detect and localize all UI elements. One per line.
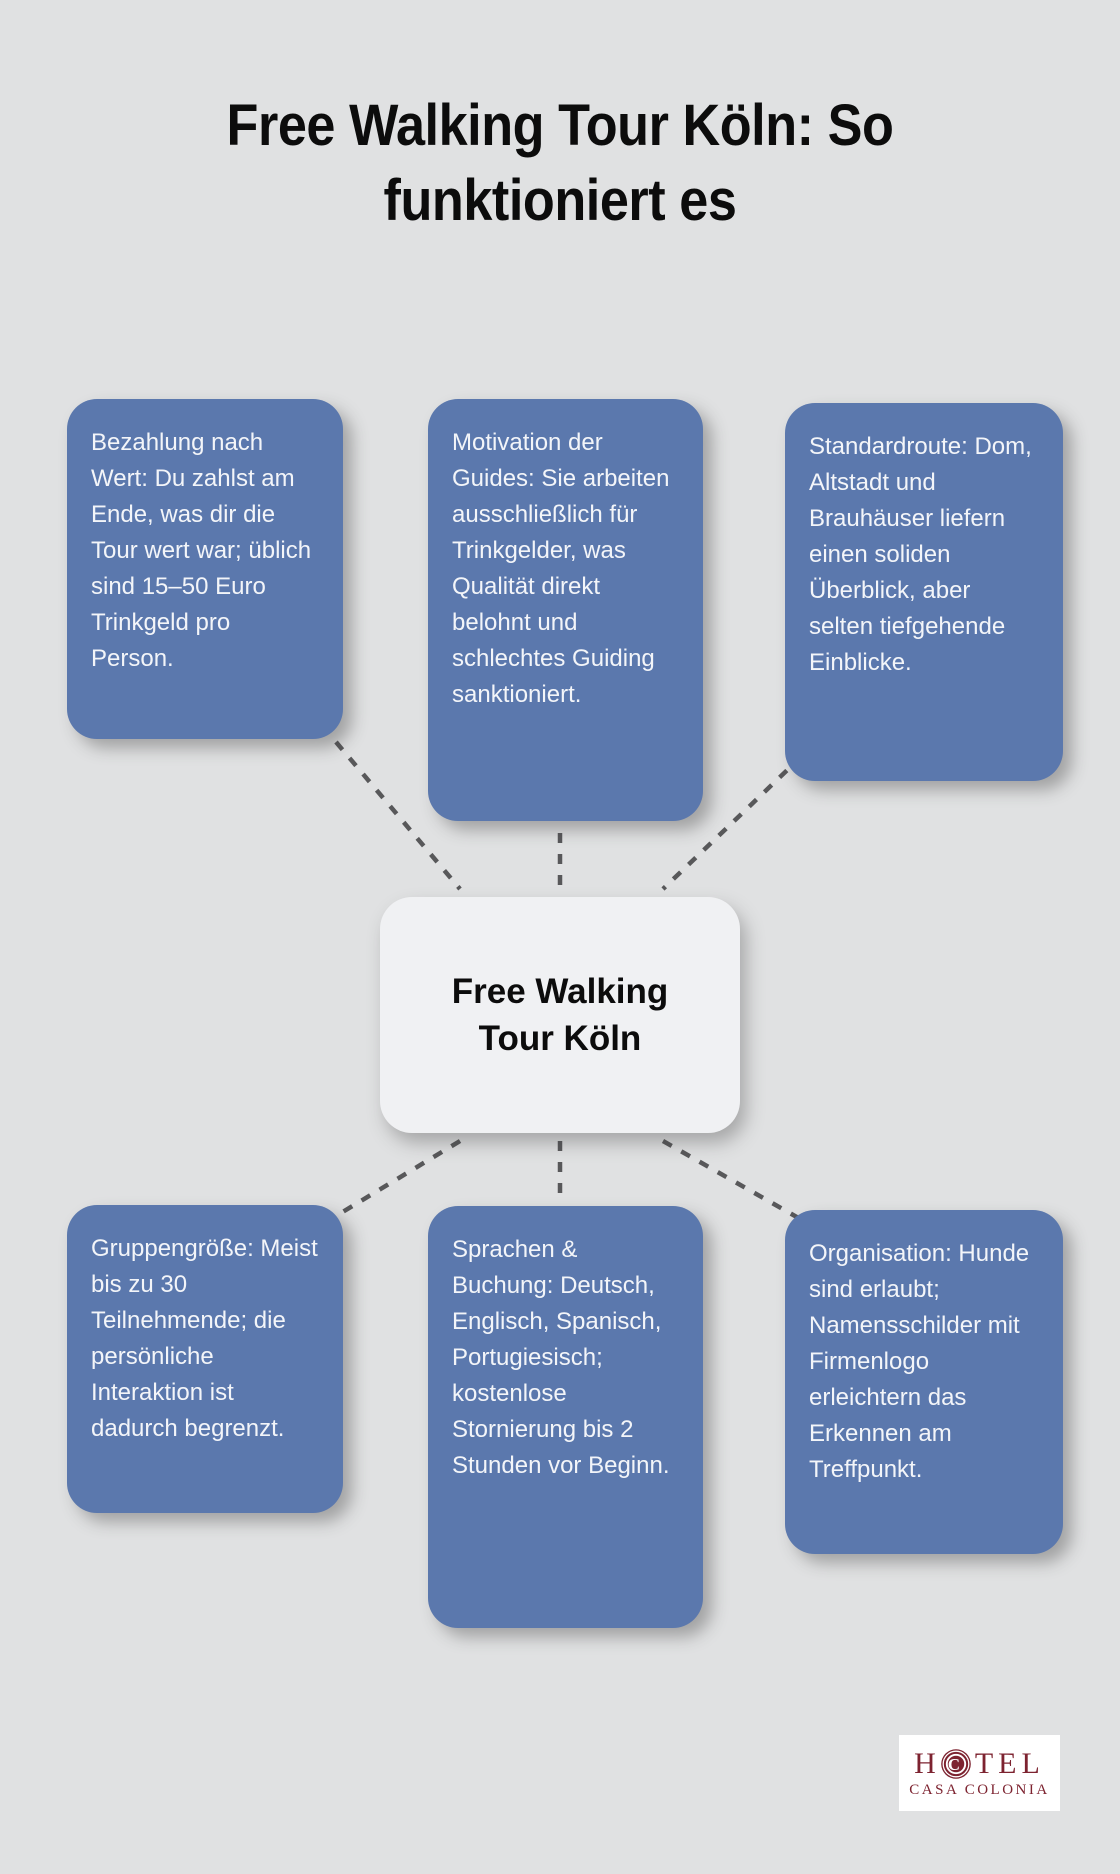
logo-word-hotel: H C TEL — [914, 1748, 1045, 1780]
node-standardroute: Standardroute: Dom, Altstadt und Brauhäu… — [785, 403, 1063, 781]
node-motivation-text: Motivation der Guides: Sie arbeiten auss… — [452, 429, 670, 708]
node-standardroute-text: Standardroute: Dom, Altstadt und Brauhäu… — [809, 433, 1032, 676]
node-gruppengroesse: Gruppengröße: Meist bis zu 30 Teilnehmen… — [67, 1205, 343, 1513]
center-node-line1: Free Walking — [451, 972, 669, 1011]
node-organisation-text: Organisation: Hunde sind erlaubt; Namens… — [809, 1240, 1030, 1483]
node-gruppengroesse-text: Gruppengröße: Meist bis zu 30 Teilnehmen… — [91, 1235, 318, 1442]
node-organisation: Organisation: Hunde sind erlaubt; Namens… — [785, 1210, 1063, 1554]
logo-letters-tel: TEL — [974, 1747, 1045, 1780]
node-sprachen: Sprachen & Buchung: Deutsch, Englisch, S… — [428, 1206, 703, 1628]
center-node: Free Walking Tour Köln — [380, 897, 740, 1133]
node-motivation: Motivation der Guides: Sie arbeiten auss… — [428, 399, 703, 821]
hotel-casa-colonia-logo: H C TEL CASA COLONIA — [899, 1735, 1060, 1811]
page-title-line2: funktioniert es — [383, 168, 737, 233]
page-title-line1: Free Walking Tour Köln: So — [226, 93, 894, 158]
center-node-line2: Tour Köln — [478, 1019, 642, 1058]
node-sprachen-text: Sprachen & Buchung: Deutsch, Englisch, S… — [452, 1236, 670, 1479]
connector-bottom-left — [334, 1139, 462, 1218]
logo-subtitle: CASA COLONIA — [909, 1782, 1050, 1798]
page-title: Free Walking Tour Köln: So funktioniert … — [56, 88, 1064, 238]
logo-letter-h: H — [914, 1747, 941, 1780]
concentric-c-icon: C — [940, 1748, 972, 1780]
node-bezahlung-text: Bezahlung nach Wert: Du zahlst am Ende, … — [91, 429, 312, 672]
node-bezahlung: Bezahlung nach Wert: Du zahlst am Ende, … — [67, 399, 343, 739]
svg-text:C: C — [948, 1755, 964, 1774]
